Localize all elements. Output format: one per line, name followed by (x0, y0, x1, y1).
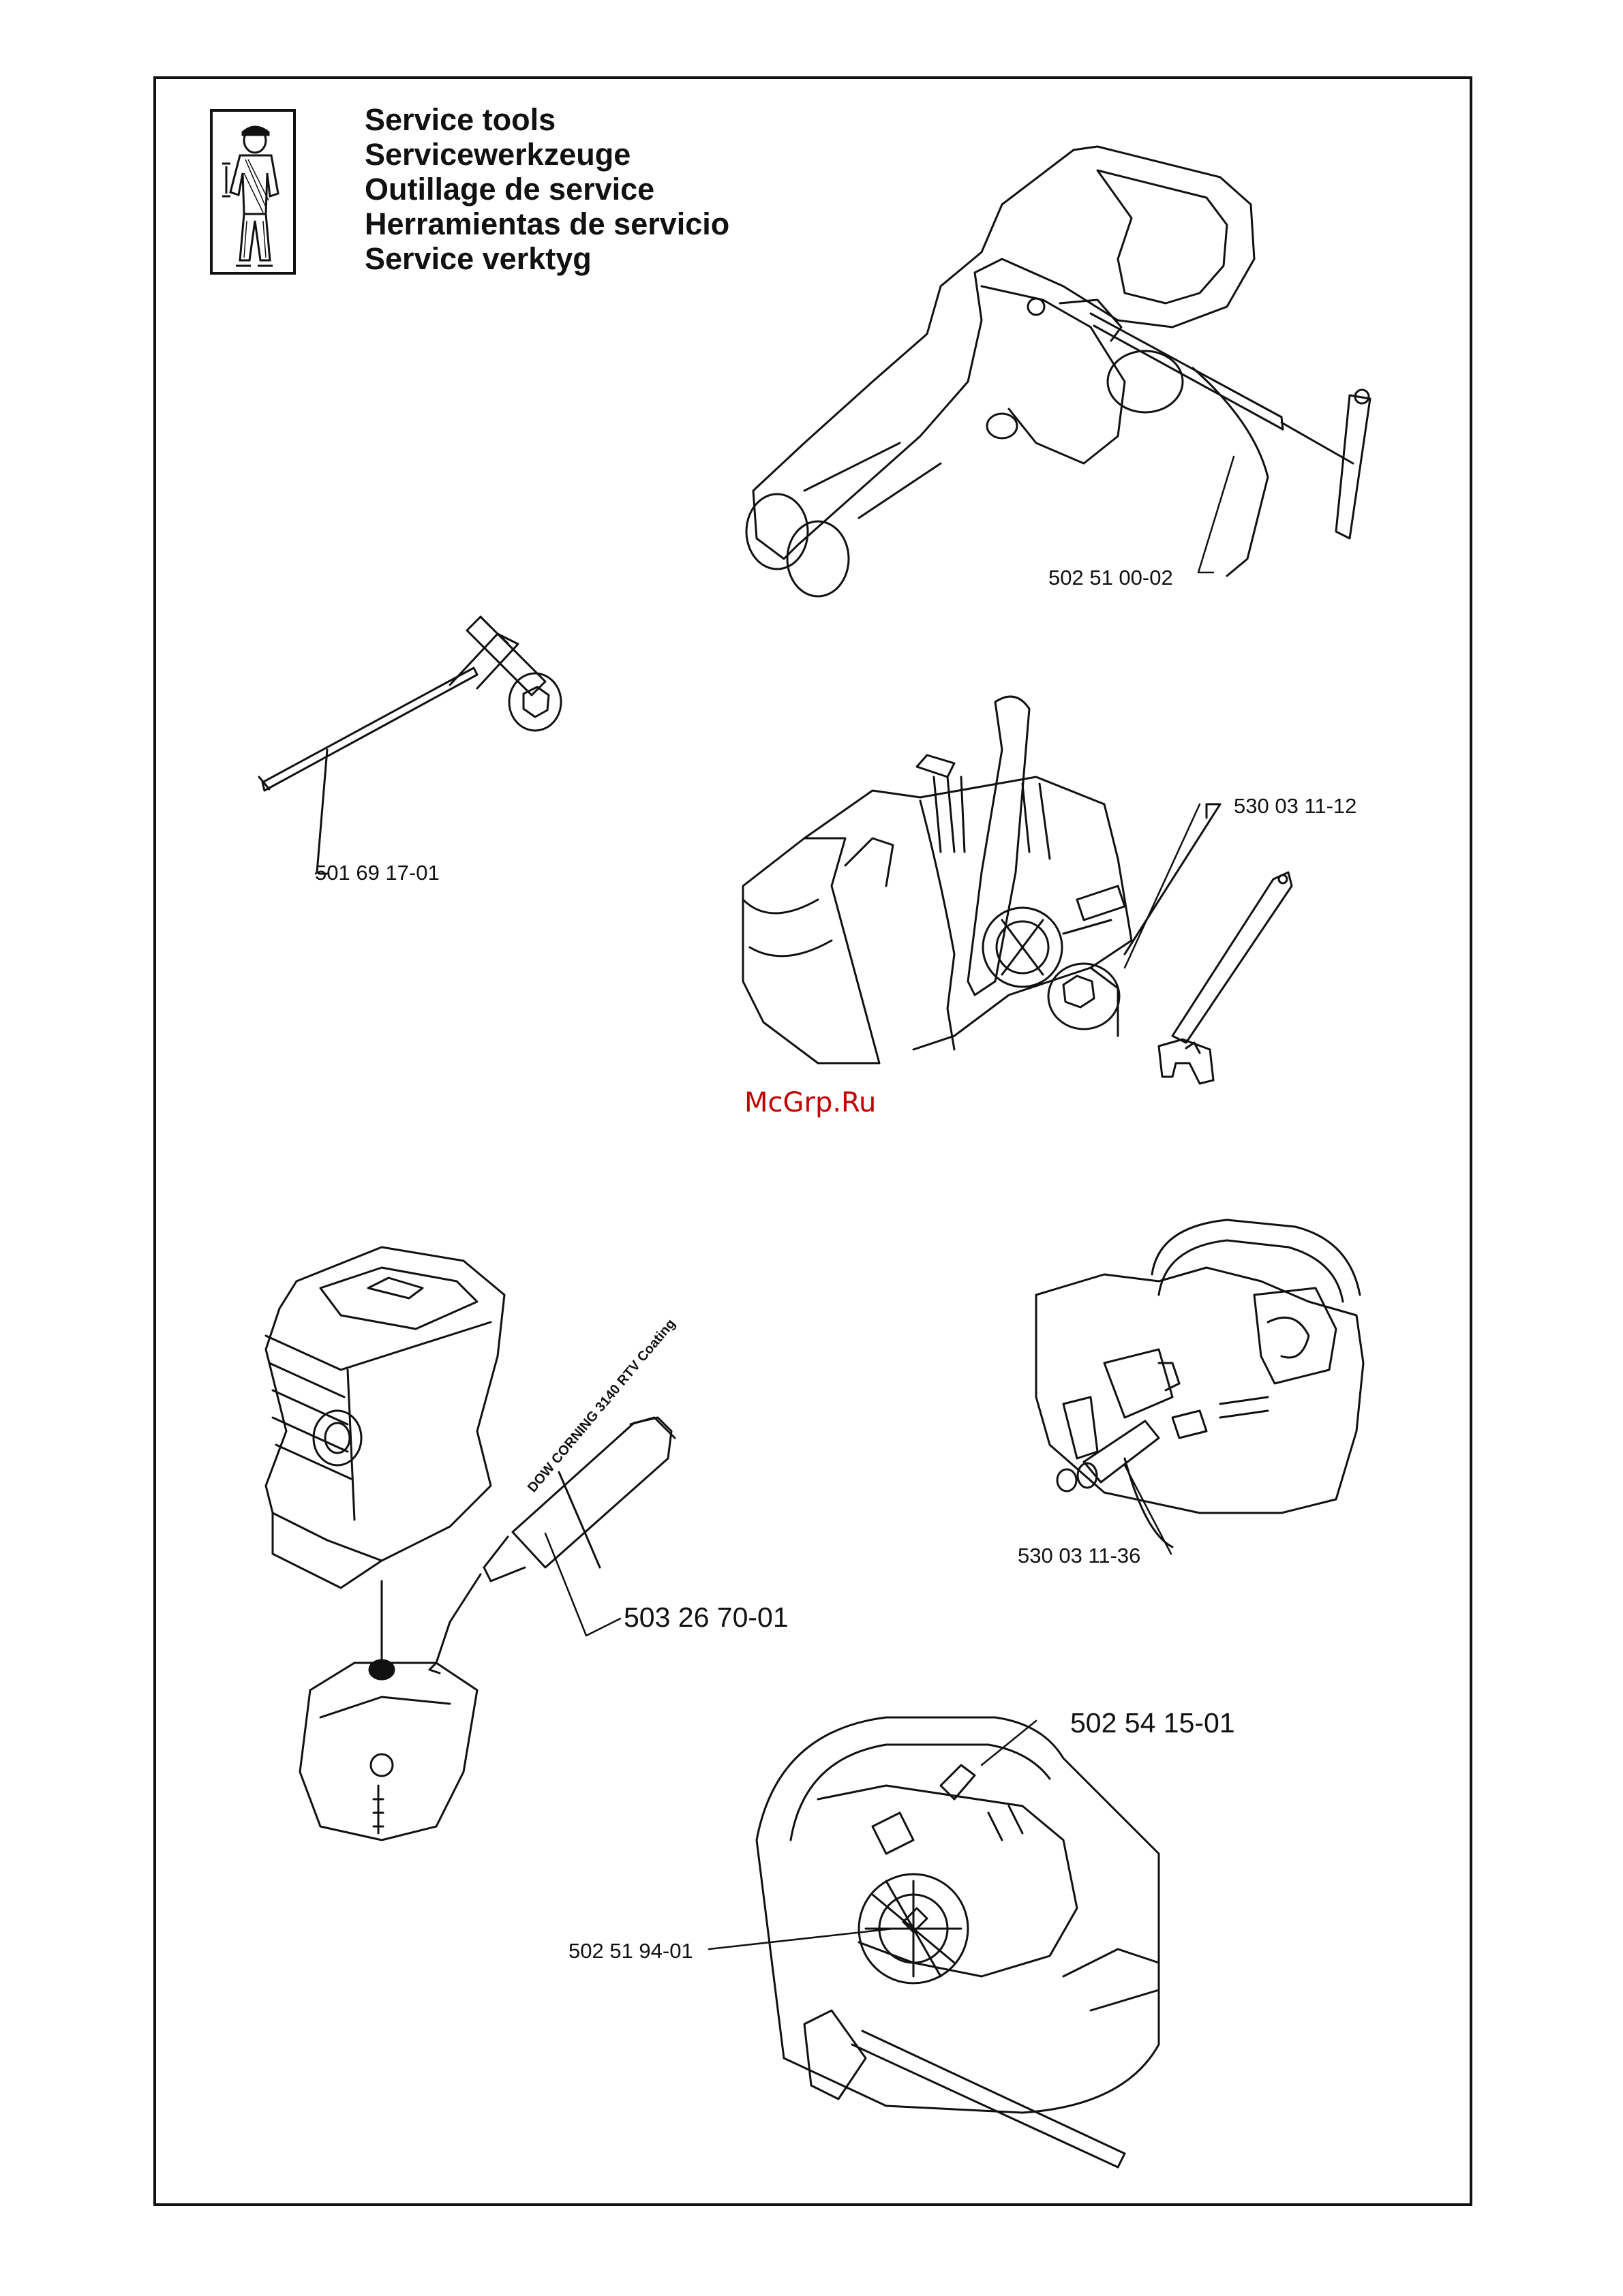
spark-plug-wrench-illustration (259, 617, 561, 874)
clutch-tool-illustration (743, 697, 1292, 1084)
part-label-530-03-11-12: 530 03 11-12 (1234, 794, 1356, 818)
handle-assembly-illustration (746, 147, 1370, 596)
watermark: McGrp.Ru (744, 1087, 876, 1118)
part-label-502-51-00-02: 502 51 00-02 (1048, 566, 1173, 590)
part-label-501-69-17-01: 501 69 17-01 (315, 861, 440, 885)
part-label-503-26-70-01: 503 26 70-01 (624, 1602, 789, 1634)
piston-stop-illustration (1036, 1220, 1363, 1547)
flywheel-puller-illustration (757, 1717, 1159, 2167)
part-label-502-51-94-01: 502 51 94-01 (568, 1939, 693, 1963)
part-label-530-03-11-36: 530 03 11-36 (1018, 1544, 1140, 1568)
cylinder-sealant-illustration (266, 1247, 675, 1840)
part-label-502-54-15-01: 502 54 15-01 (1070, 1707, 1235, 1739)
